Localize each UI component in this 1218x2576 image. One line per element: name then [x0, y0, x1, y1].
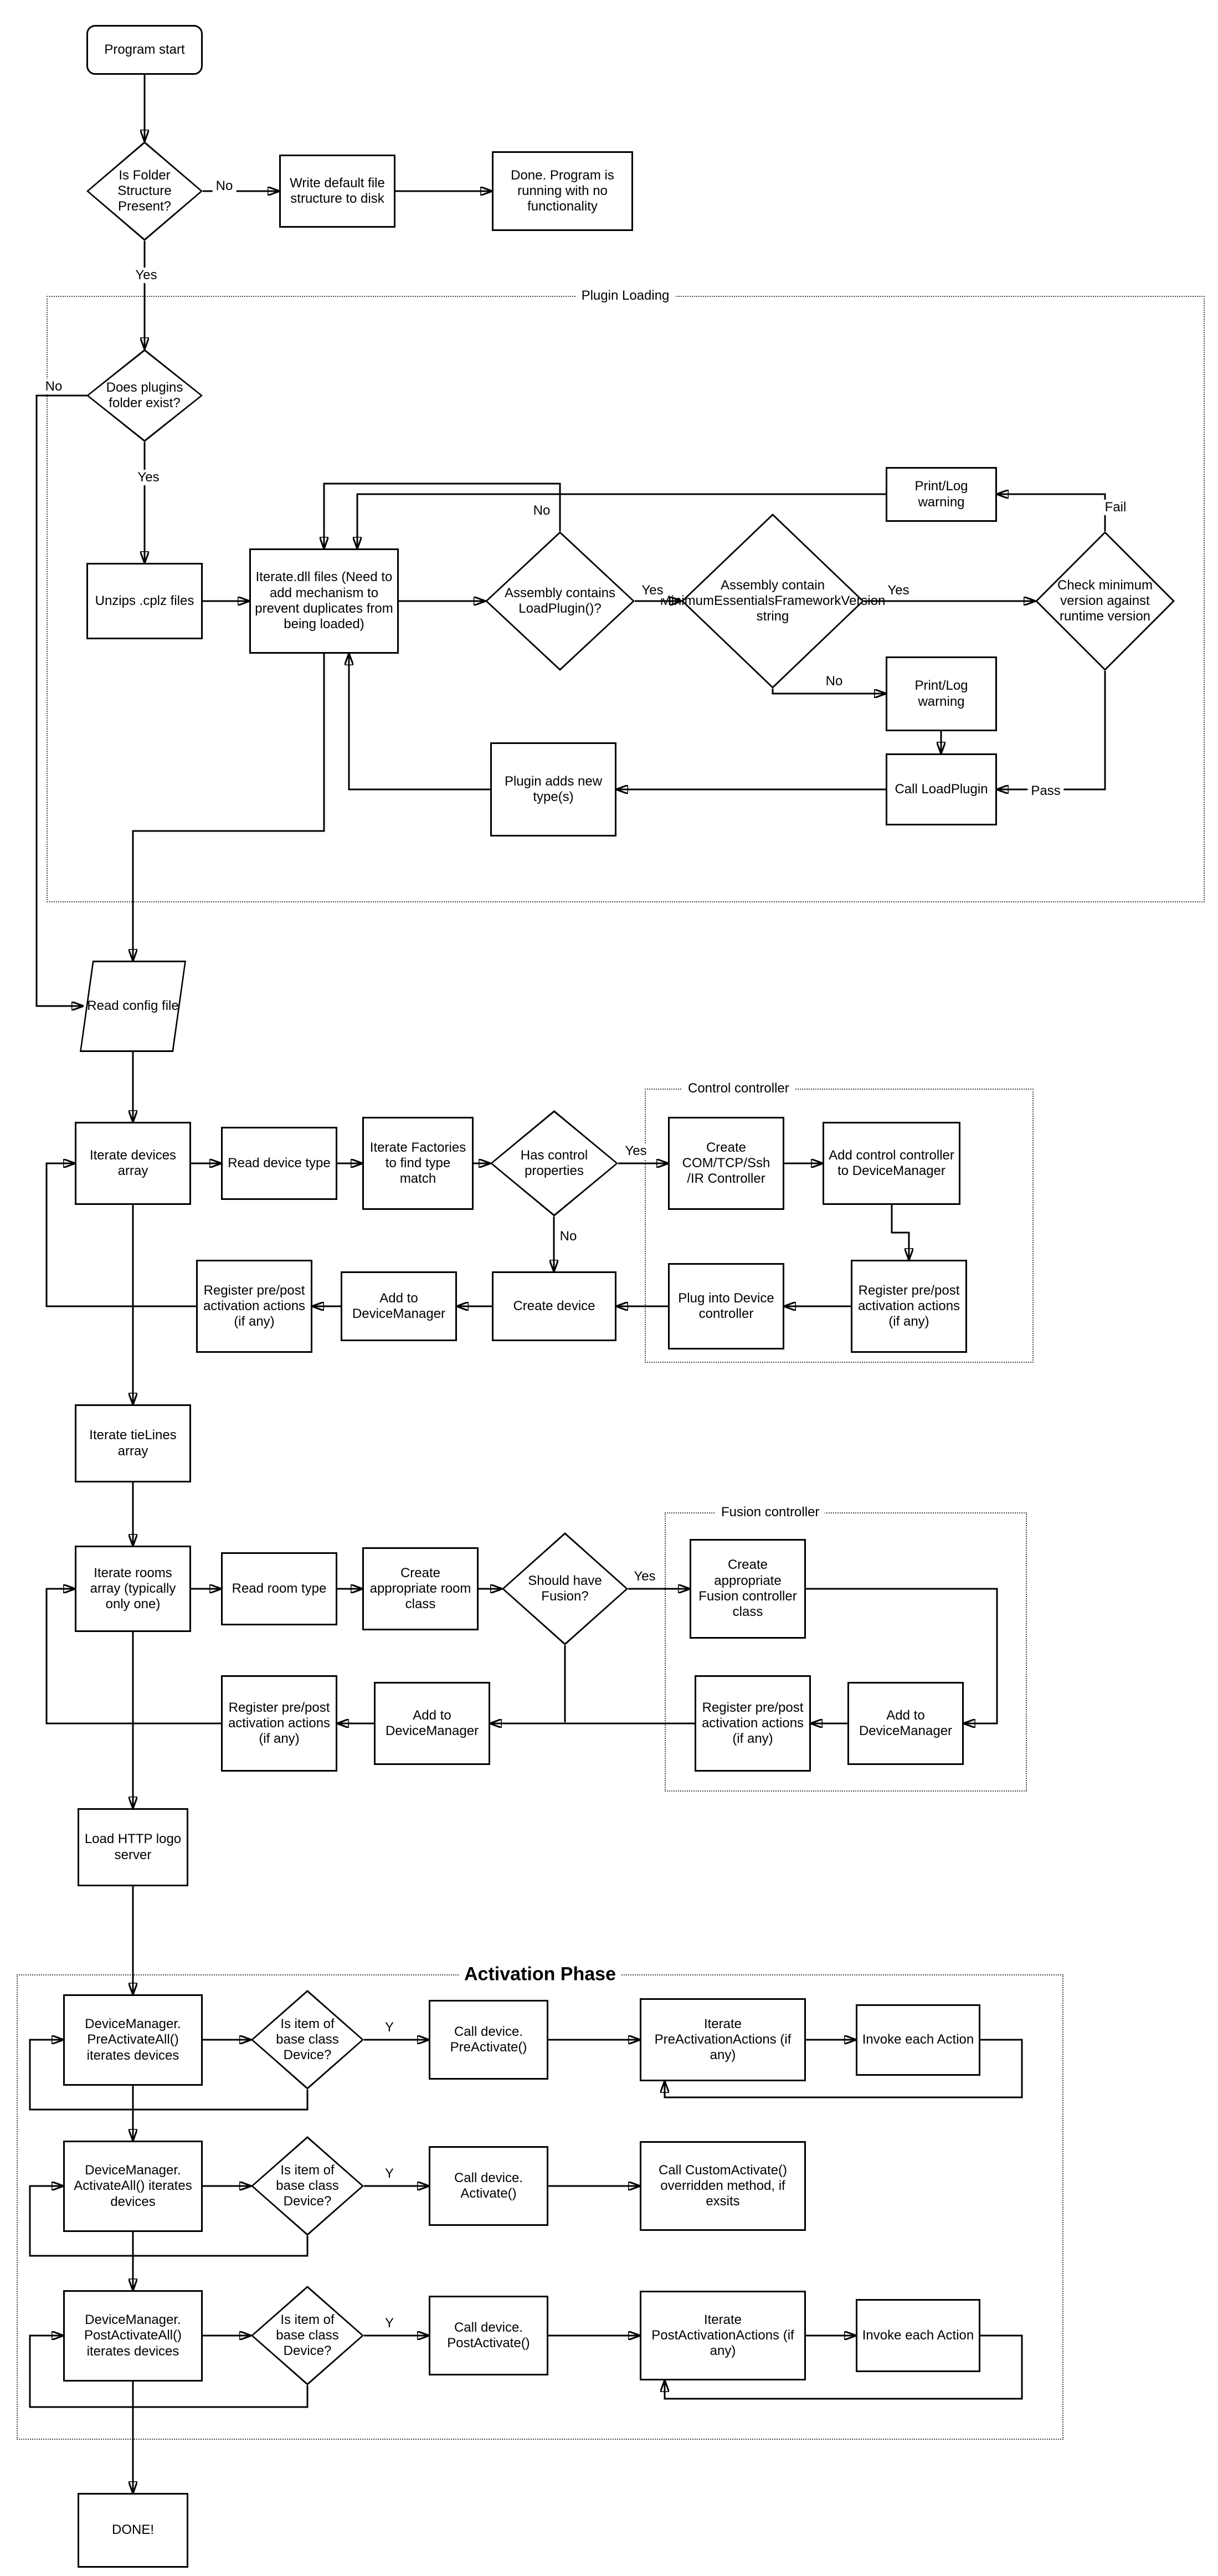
decision-plugins-folder-exists: Does plugins folder exist?: [86, 349, 203, 442]
node-register-prepost-actions-1: Register pre/post activation actions (if…: [196, 1260, 312, 1353]
node-iterate-rooms-array: Iterate rooms array (typically only one): [75, 1546, 191, 1632]
node-call-device-postactivate: Call device. PostActivate(): [429, 2296, 548, 2375]
node-read-room-type: Read room type: [221, 1552, 337, 1625]
edge-label-yes-has-control: Yes: [621, 1143, 650, 1159]
node-add-control-controller-devicemanager: Add control controller to DeviceManager: [823, 1122, 960, 1205]
node-done: DONE!: [78, 2493, 188, 2568]
decision-assembly-contains-loadplugin: Assembly contains LoadPlugin()?: [485, 531, 635, 671]
edge-label-yes-fusion: Yes: [630, 1569, 659, 1584]
node-read-device-type: Read device type: [221, 1127, 337, 1200]
node-register-prepost-actions-fusion: Register pre/post activation actions (if…: [695, 1675, 811, 1772]
plugin-loading-group-title: Plugin Loading: [575, 288, 675, 304]
fusion-controller-group: [665, 1512, 1027, 1792]
node-iterate-postactivationactions: Iterate PostActivationActions (if any): [640, 2291, 806, 2380]
edge-label-fail: Fail: [1101, 500, 1130, 515]
control-controller-group-title: Control controller: [682, 1081, 795, 1096]
decision-is-base-class-device-3: Is item of base class Device?: [251, 2286, 364, 2385]
node-iterate-dll-files: Iterate.dll files (Need to add mechanism…: [249, 548, 399, 654]
node-plug-into-device-controller: Plug into Device controller: [668, 1263, 784, 1349]
decision-should-have-fusion: Should have Fusion?: [502, 1532, 628, 1645]
node-create-fusion-controller-class: Create appropriate Fusion controller cla…: [690, 1539, 806, 1639]
node-program-start: Program start: [86, 25, 203, 75]
edge-label-y-activate: Y: [381, 2166, 398, 2182]
node-devicemanager-activateall: DeviceManager. ActivateAll() iterates de…: [63, 2141, 203, 2232]
node-write-default-structure: Write default file structure to disk: [279, 155, 395, 228]
node-devicemanager-postactivateall: DeviceManager. PostActivateAll() iterate…: [63, 2290, 203, 2382]
decision-assembly-minversion-string: Assembly contain MinimumEssentialsFramew…: [660, 514, 886, 689]
node-iterate-factories: Iterate Factories to find type match: [362, 1117, 474, 1210]
edge-label-no-has-control: No: [556, 1229, 580, 1244]
node-devicemanager-preactivateall: DeviceManager. PreActivateAll() iterates…: [63, 1994, 203, 2086]
node-iterate-devices-array: Iterate devices array: [75, 1122, 191, 1205]
edge-label-yes-folder: Yes: [132, 268, 161, 283]
node-register-prepost-actions-2: Register pre/post activation actions (if…: [221, 1675, 337, 1772]
node-read-config-file: Read config file: [80, 961, 186, 1052]
decision-is-base-class-device-1: Is item of base class Device?: [251, 1990, 364, 2090]
edge-label-no-minversion: No: [822, 674, 846, 689]
node-print-log-warning-2: Print/Log warning: [886, 656, 997, 731]
node-call-device-preactivate: Call device. PreActivate(): [429, 2000, 548, 2080]
node-iterate-preactivationactions: Iterate PreActivationActions (if any): [640, 1998, 806, 2081]
edge-label-no-plugins-folder: No: [42, 379, 66, 394]
edge-label-pass: Pass: [1027, 783, 1064, 799]
node-call-customactivate: Call CustomActivate() overridden method,…: [640, 2141, 806, 2231]
decision-folder-structure-present: Is Folder Structure Present?: [86, 141, 203, 241]
edge-label-y-preactivate: Y: [381, 2020, 398, 2035]
edge-label-yes-loadplugin: Yes: [638, 583, 667, 598]
node-unzips-cplz-files: Unzips .cplz files: [86, 563, 203, 639]
edge-label-yes-minversion: Yes: [884, 583, 913, 598]
node-print-log-warning-1: Print/Log warning: [886, 467, 997, 522]
node-register-prepost-actions-control: Register pre/post activation actions (if…: [851, 1260, 967, 1353]
decision-check-minimum-version: Check minimum version against runtime ve…: [1035, 531, 1175, 671]
node-invoke-each-action-1: Invoke each Action: [856, 2004, 980, 2076]
fusion-controller-group-title: Fusion controller: [716, 1505, 825, 1520]
node-add-to-devicemanager-fusion: Add to DeviceManager: [847, 1682, 964, 1765]
node-plugin-adds-new-types: Plugin adds new type(s): [490, 742, 616, 837]
edge-label-y-postactivate: Y: [381, 2316, 398, 2331]
edge-label-no-folder: No: [212, 178, 237, 194]
decision-has-control-properties: Has control properties: [490, 1110, 618, 1217]
node-load-http-logo-server: Load HTTP logo server: [78, 1808, 188, 1886]
node-done-no-functionality: Done. Program is running with no functio…: [492, 151, 633, 231]
node-create-com-tcp-ssh-ir-controller: Create COM/TCP/Ssh /IR Controller: [668, 1117, 784, 1210]
node-create-appropriate-room-class: Create appropriate room class: [362, 1547, 479, 1630]
node-call-loadplugin: Call LoadPlugin: [886, 753, 997, 825]
edge-label-no-loadplugin: No: [530, 503, 554, 519]
decision-is-base-class-device-2: Is item of base class Device?: [251, 2136, 364, 2236]
activation-phase-group-title: Activation Phase: [459, 1963, 621, 1985]
node-add-to-devicemanager-2: Add to DeviceManager: [374, 1682, 490, 1765]
control-controller-group: [645, 1089, 1034, 1363]
node-add-to-devicemanager-1: Add to DeviceManager: [341, 1271, 457, 1341]
node-invoke-each-action-2: Invoke each Action: [856, 2299, 980, 2372]
node-create-device: Create device: [492, 1271, 616, 1341]
edge-label-yes-plugins-folder: Yes: [134, 470, 163, 485]
node-call-device-activate: Call device. Activate(): [429, 2146, 548, 2226]
node-iterate-tielines-array: Iterate tieLines array: [75, 1404, 191, 1482]
